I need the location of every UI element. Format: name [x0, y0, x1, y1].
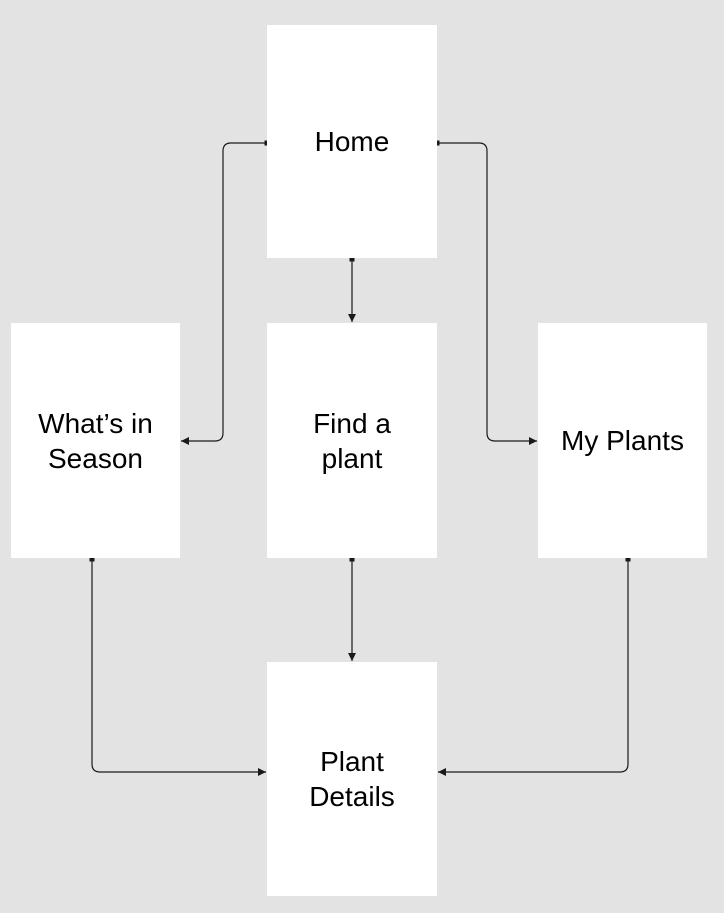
connector-home-to-my-plants [434, 140, 537, 445]
node-plant-details-label: Plant Details [309, 746, 395, 812]
node-whats-in-season-label: What’s in Season [38, 407, 153, 474]
connector-whats-in-season-to-plant-details [89, 556, 266, 776]
node-home-label: Home [314, 126, 390, 157]
node-home[interactable]: Home [267, 25, 437, 258]
connector-home-to-whats-in-season [181, 140, 270, 445]
node-whats-in-season[interactable]: What’s in Season [11, 323, 180, 558]
connector-my-plants-to-plant-details [438, 556, 631, 776]
node-find-a-plant[interactable]: Find a plant [267, 323, 437, 558]
node-plant-details[interactable]: Plant Details [267, 662, 437, 896]
node-find-a-plant-label: Find a plant [313, 407, 391, 474]
node-my-plants[interactable]: My Plants [538, 323, 707, 558]
node-my-plants-label: My Plants [561, 425, 684, 456]
